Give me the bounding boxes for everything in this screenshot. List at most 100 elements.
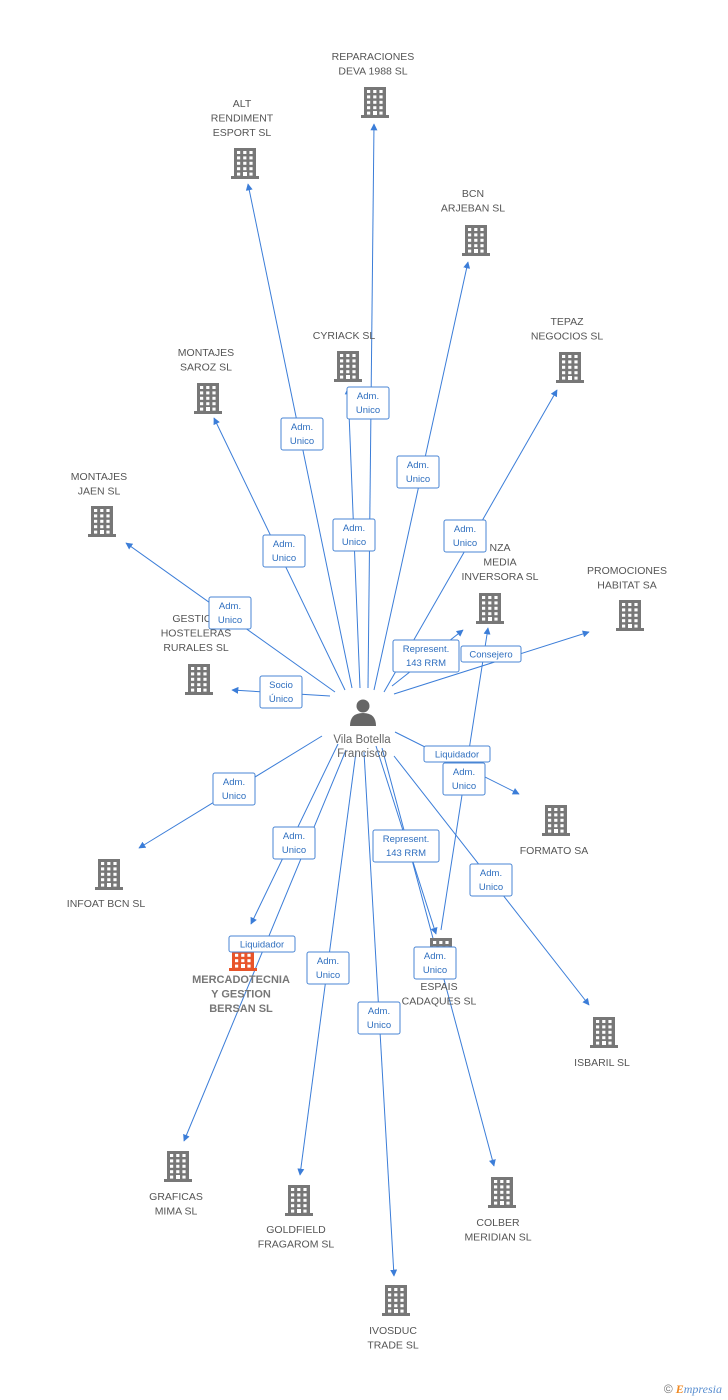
edge-label-text: Represent. xyxy=(383,834,429,845)
edge-label-text: Unico xyxy=(479,882,503,893)
company-name-line: SAROZ SL xyxy=(180,362,232,374)
edge-label-box xyxy=(212,772,256,806)
company-node-isbaril[interactable]: ISBARIL SL xyxy=(574,1017,630,1069)
building-icon xyxy=(616,600,644,631)
edge-label-e-promociones: Consejero xyxy=(460,645,522,663)
company-name-line: MEDIA xyxy=(483,557,516,569)
edge-label-text: Unico xyxy=(453,538,477,549)
edge-label-text: 143 RRM xyxy=(386,848,426,859)
edge-label-box xyxy=(357,1001,401,1035)
edge-label-text: Adm. xyxy=(454,524,476,535)
building-icon xyxy=(285,1185,313,1216)
company-name-line: ISBARIL SL xyxy=(574,1057,630,1069)
person-name-line: Francisco xyxy=(337,748,387,760)
company-name-line: GRAFICAS xyxy=(149,1191,203,1203)
edge-label-text: Unico xyxy=(316,970,340,981)
company-node-reparaciones[interactable]: REPARACIONES DEVA 1988 SL xyxy=(332,51,415,118)
brand-watermark: © Empresia xyxy=(664,1382,722,1397)
company-name-line: ESPAIS xyxy=(420,981,457,993)
edge-label-text: Unico xyxy=(290,436,314,447)
building-icon xyxy=(231,148,259,179)
edge-label-text: 143 RRM xyxy=(406,658,446,669)
company-name-line: ARJEBAN SL xyxy=(441,203,505,215)
edge-label-box xyxy=(228,935,296,953)
building-icon xyxy=(556,352,584,383)
brand-name: mpresia xyxy=(683,1382,722,1396)
company-name-line: JAEN SL xyxy=(78,486,121,498)
building-icon xyxy=(361,87,389,118)
edge-label-text: Adm. xyxy=(223,777,245,788)
edge-label-box xyxy=(262,534,306,568)
edge-label-e-espais: Represent. 143 RRM xyxy=(372,829,440,863)
person-icon xyxy=(350,699,376,726)
company-name-line: MERCADOTECNIA xyxy=(192,974,290,986)
edge-label-text: Adm. xyxy=(219,601,241,612)
company-node-cyriack[interactable]: CYRIACK SL xyxy=(313,330,376,382)
edge-label-box xyxy=(346,386,390,420)
edge-label-text: Adm. xyxy=(424,951,446,962)
edge-label-text: Unico xyxy=(356,405,380,416)
edge-label-e-goldfield: Adm. Unico xyxy=(306,951,350,985)
company-name-line: ALT xyxy=(233,98,252,110)
edge-label-text: Consejero xyxy=(469,650,512,661)
company-name-line: DEVA 1988 SL xyxy=(338,66,407,78)
edge-label-text: Represent. xyxy=(403,644,449,655)
company-name-line: REPARACIONES xyxy=(332,51,415,63)
edge-label-e-tepaz: Adm. Unico xyxy=(443,519,487,553)
company-node-infoat[interactable]: INFOAT BCN SL xyxy=(67,859,146,910)
company-name-line: INVERSORA SL xyxy=(461,571,538,583)
edge-label-box xyxy=(280,417,324,451)
company-name-line: IVOSDUC xyxy=(369,1325,417,1337)
edge-label-e-montajes-jaen: Adm.Unico xyxy=(208,596,252,630)
building-icon xyxy=(476,593,504,624)
edge-label-text: Adm. xyxy=(343,523,365,534)
edge-label-text: Adm. xyxy=(291,422,313,433)
edge-label-e-infoat: Adm.Unico xyxy=(212,772,256,806)
edge-label-text: Adm. xyxy=(317,956,339,967)
building-icon xyxy=(542,805,570,836)
edge-label-box xyxy=(306,951,350,985)
edge-label-text: Adm. xyxy=(283,831,305,842)
edge-label-text: Adm. xyxy=(407,460,429,471)
company-name-line: COLBER xyxy=(476,1217,520,1229)
edge-label-e-formato: Liquidador xyxy=(423,745,491,763)
edge-label-box xyxy=(392,639,460,673)
company-node-formato[interactable]: FORMATO SA xyxy=(520,805,588,857)
edge-label-box xyxy=(272,826,316,860)
edge-label-text: Unico xyxy=(452,781,476,792)
company-name-line: ESPORT SL xyxy=(213,127,272,139)
edge-label-e-alt: Adm. Unico xyxy=(280,417,324,451)
edge-label-e-isbaril: Adm.Unico xyxy=(469,863,513,897)
edge-label-box xyxy=(413,946,457,980)
company-name-line: CYRIACK SL xyxy=(313,330,376,342)
company-name-line: TEPAZ xyxy=(550,316,584,328)
company-name-line: PROMOCIONES xyxy=(587,565,667,577)
building-icon xyxy=(88,506,116,537)
edge-label-text: Unico xyxy=(367,1020,391,1031)
building-icon xyxy=(334,351,362,382)
edge-label-text: Adm. xyxy=(357,391,379,402)
edges xyxy=(125,123,590,1277)
company-name-line: FRAGAROM SL xyxy=(258,1239,335,1251)
building-icon xyxy=(194,383,222,414)
edge-label-text: Adm. xyxy=(368,1006,390,1017)
edge-label-text: Liquidador xyxy=(435,750,479,761)
building-icon xyxy=(382,1285,410,1316)
building-icon xyxy=(462,225,490,256)
copyright-symbol: © xyxy=(663,1382,673,1396)
